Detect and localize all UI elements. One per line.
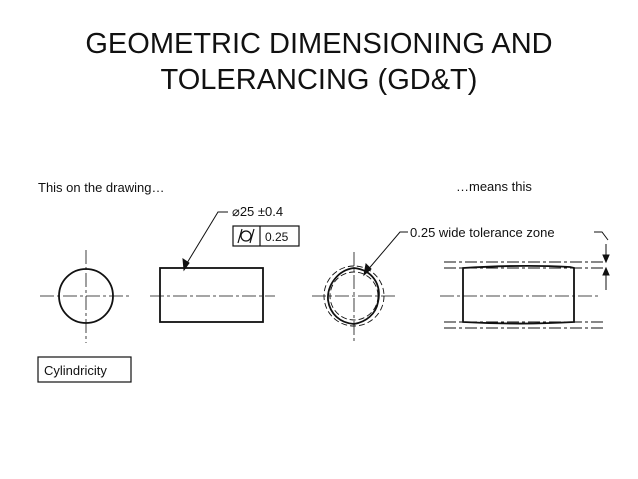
feature-control-frame: 0.25 <box>232 225 300 247</box>
end-view-circle <box>40 250 132 343</box>
tolerance-zone-end-view <box>312 252 398 342</box>
symbol-label-box: Cylindricity <box>37 356 132 383</box>
tolerance-zone-side-view <box>440 261 606 329</box>
symbol-name: Cylindricity <box>44 363 107 378</box>
right-caption: …means this <box>456 179 532 194</box>
side-view-rectangle <box>150 267 275 323</box>
cylindricity-icon <box>237 228 255 244</box>
tolerance-value: 0.25 <box>265 230 289 244</box>
zone-label: 0.25 wide tolerance zone <box>410 225 555 240</box>
left-caption: This on the drawing… <box>38 180 164 195</box>
diameter-dimension: ⌀25 ±0.4 <box>232 204 283 219</box>
zone-leader <box>363 231 408 277</box>
title-line-1: GEOMETRIC DIMENSIONING AND <box>85 28 553 60</box>
title-line-2: TOLERANCING (GD&T) <box>160 64 478 96</box>
dimension-leader <box>182 211 228 272</box>
slide-title: GEOMETRIC DIMENSIONING AND TOLERANCING (… <box>0 26 638 98</box>
zone-width-arrows <box>602 244 610 290</box>
zone-label-tail <box>594 231 609 241</box>
